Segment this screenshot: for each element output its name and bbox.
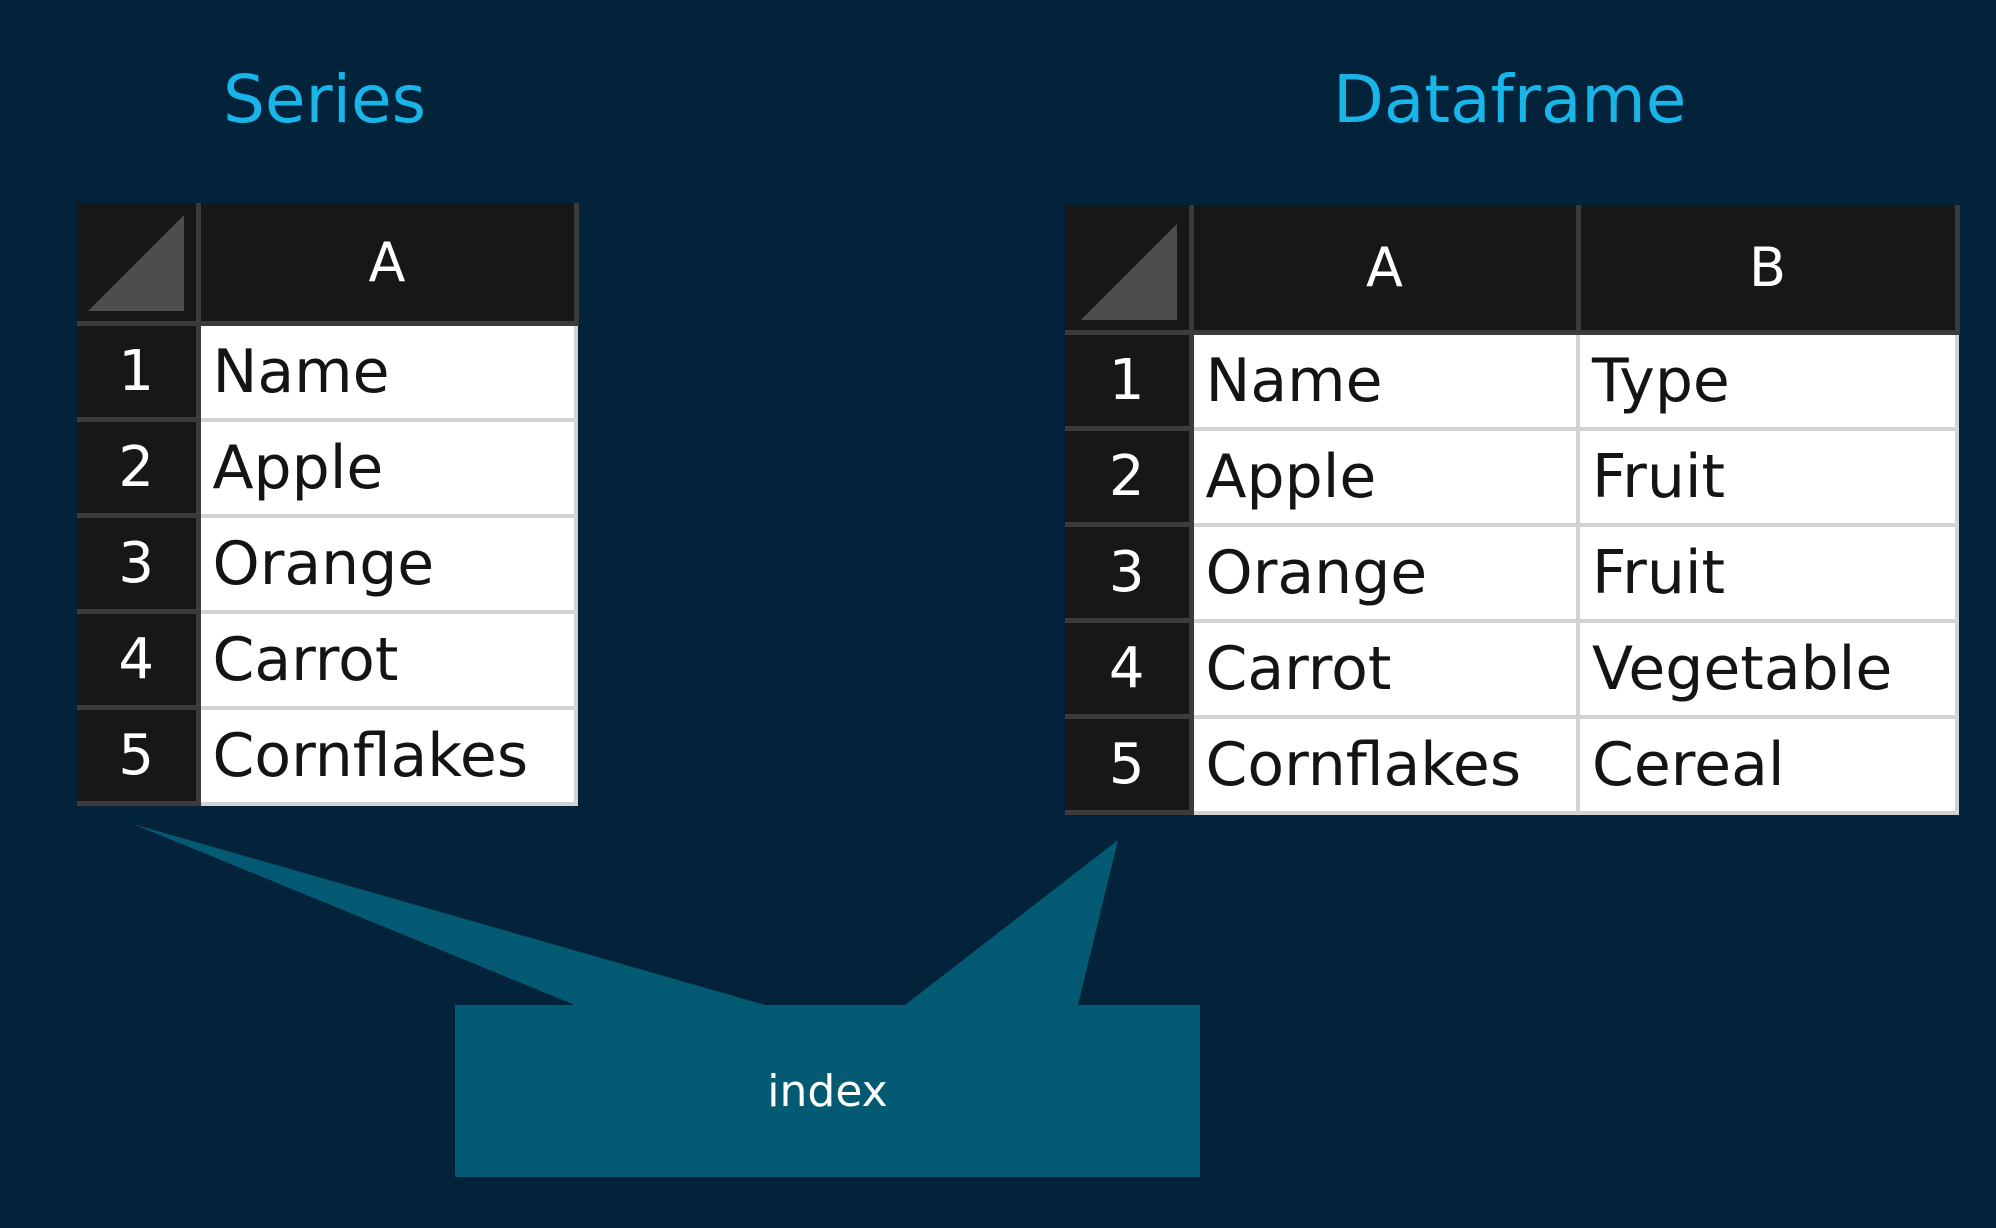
- table-cell[interactable]: Cornflakes: [198, 707, 578, 806]
- row-index[interactable]: 2: [77, 419, 201, 518]
- row-index[interactable]: 1: [1065, 332, 1194, 431]
- column-header-a[interactable]: A: [198, 203, 579, 326]
- series-title: Series: [223, 61, 426, 138]
- table-row: 4 Carrot: [77, 611, 578, 710]
- row-index[interactable]: 4: [77, 611, 201, 710]
- corner-triangle-icon: [87, 215, 184, 311]
- row-index[interactable]: 4: [1065, 620, 1194, 719]
- dataframe-spreadsheet: A B 1 Name Type 2 Apple Fruit 3 Orange F…: [1065, 205, 1960, 815]
- table-cell[interactable]: Name: [1191, 332, 1580, 431]
- select-all-corner[interactable]: [77, 203, 201, 326]
- column-header-b[interactable]: B: [1578, 205, 1960, 335]
- row-index[interactable]: 5: [77, 707, 201, 806]
- table-cell[interactable]: Apple: [198, 419, 578, 518]
- index-callout-label: index: [767, 1065, 888, 1117]
- row-index[interactable]: 2: [1065, 428, 1194, 527]
- callout-pointer-dataframe: [905, 840, 1118, 1005]
- table-row: 1 Name Type: [1065, 332, 1959, 431]
- column-header-a[interactable]: A: [1191, 205, 1581, 335]
- table-row: 2 Apple Fruit: [1065, 428, 1959, 527]
- table-row: 3 Orange Fruit: [1065, 524, 1959, 623]
- table-row: 3 Orange: [77, 515, 578, 614]
- table-cell[interactable]: Apple: [1191, 428, 1580, 527]
- table-cell[interactable]: Carrot: [198, 611, 578, 710]
- table-cell[interactable]: Fruit: [1578, 524, 1959, 623]
- table-cell[interactable]: Orange: [198, 515, 578, 614]
- table-cell[interactable]: Carrot: [1191, 620, 1580, 719]
- select-all-corner[interactable]: [1065, 205, 1194, 335]
- table-cell[interactable]: Vegetable: [1578, 620, 1959, 719]
- row-index[interactable]: 3: [1065, 524, 1194, 623]
- table-cell[interactable]: Fruit: [1578, 428, 1959, 527]
- row-index[interactable]: 1: [77, 323, 201, 422]
- table-row: 5 Cornflakes Cereal: [1065, 716, 1959, 815]
- table-cell[interactable]: Name: [198, 323, 578, 422]
- row-index[interactable]: 3: [77, 515, 201, 614]
- table-row: 2 Apple: [77, 419, 578, 518]
- dataframe-title: Dataframe: [1333, 61, 1687, 138]
- table-row: 4 Carrot Vegetable: [1065, 620, 1959, 719]
- table-cell[interactable]: Orange: [1191, 524, 1580, 623]
- row-index[interactable]: 5: [1065, 716, 1194, 815]
- table-row: 1 Name: [77, 323, 578, 422]
- series-spreadsheet: A 1 Name 2 Apple 3 Orange 4 Carrot 5 Cor…: [77, 203, 579, 806]
- corner-triangle-icon: [1080, 224, 1177, 320]
- table-row: 5 Cornflakes: [77, 707, 578, 806]
- table-cell[interactable]: Cereal: [1578, 716, 1959, 815]
- table-cell[interactable]: Cornflakes: [1191, 716, 1580, 815]
- table-cell[interactable]: Type: [1578, 332, 1959, 431]
- callout-pointer-series: [133, 824, 765, 1005]
